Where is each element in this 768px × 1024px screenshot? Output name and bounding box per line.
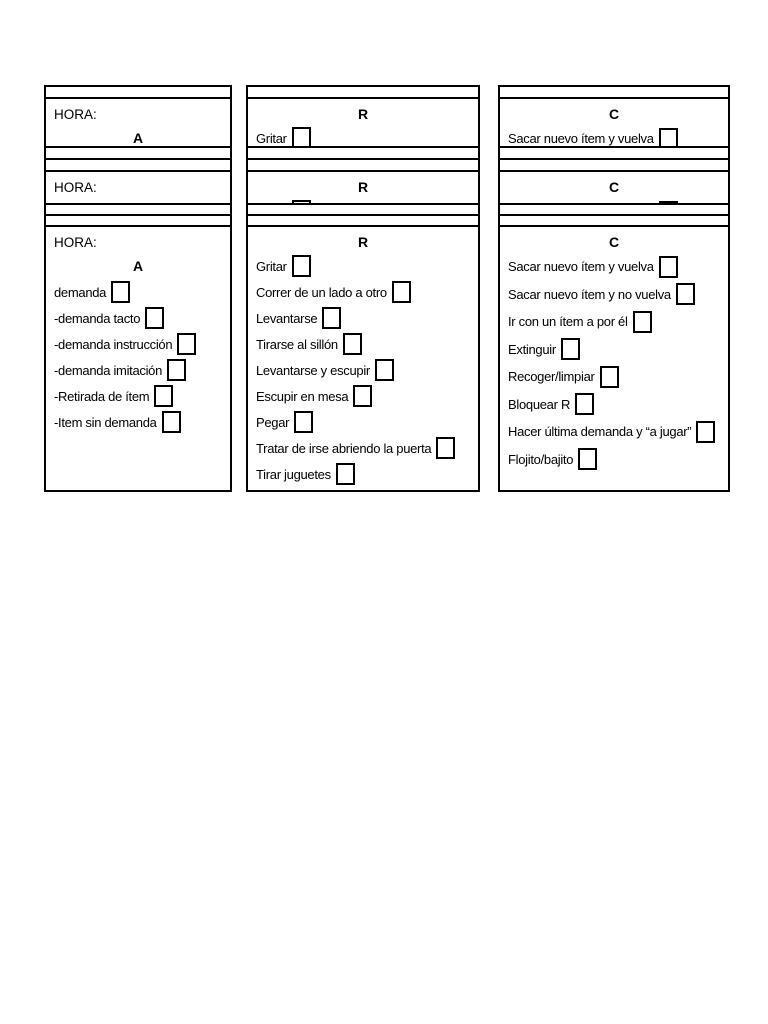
checkbox-c-3[interactable] <box>560 338 580 361</box>
item-label: demanda <box>54 284 107 300</box>
checkbox-c-0[interactable] <box>658 255 678 278</box>
item-label: Flojito/bajito <box>508 451 574 467</box>
checkbox-c-6[interactable] <box>696 420 716 443</box>
item-row: Ir con un ítem a por él <box>508 308 720 336</box>
checkbox-c-1[interactable] <box>675 283 695 306</box>
column-letter-a: A <box>132 130 144 146</box>
item-label: Tratar de irse abriendo la puerta <box>256 440 432 456</box>
checkbox-r-0[interactable] <box>291 255 311 277</box>
checkbox-r-5[interactable] <box>353 385 373 407</box>
column-letter-c: C <box>608 179 620 195</box>
item-label: Bloquear R <box>508 396 571 412</box>
item-row: Gritar <box>256 125 470 151</box>
item-label: Recoger/limpiar <box>508 369 595 385</box>
checkbox-c-7[interactable] <box>578 448 598 471</box>
item-label: Levantarse y escupir <box>256 362 370 378</box>
item-row: Sacar nuevo ítem y no vuelva <box>508 281 720 309</box>
checkbox-a-2[interactable] <box>177 333 197 355</box>
checkbox-c-5[interactable] <box>575 393 595 416</box>
item-label: Tirarse al sillón <box>256 336 338 352</box>
item-row: Recoger/limpiar <box>508 363 720 391</box>
checkbox-a-1[interactable] <box>145 307 165 329</box>
item-row: Correr de un lado a otro <box>256 279 470 305</box>
column-letter-a: A <box>132 258 144 274</box>
item-label: Pegar <box>256 414 290 430</box>
checkbox-r-7[interactable] <box>436 437 456 459</box>
item-row: Hacer última demanda y “a jugar” <box>508 418 720 446</box>
checkbox-c-4[interactable] <box>599 365 619 388</box>
item-label: Ir con un ítem a por él <box>508 314 628 330</box>
checkbox-r-8[interactable] <box>335 463 355 485</box>
item-row: -Retirada de ítem <box>54 383 222 409</box>
item-label: Sacar nuevo ítem y vuelva <box>508 131 654 147</box>
column-letter-c: C <box>608 106 620 122</box>
item-row: -demanda tacto <box>54 305 222 331</box>
checkbox-a-4[interactable] <box>154 385 174 407</box>
item-label: Levantarse <box>256 310 318 326</box>
item-row: Levantarse <box>256 305 470 331</box>
item-row: Gritar <box>256 253 470 279</box>
item-row: demanda <box>54 279 222 305</box>
checkbox-a-0[interactable] <box>111 281 131 303</box>
item-label: -Item sin demanda <box>54 414 157 430</box>
item-row: Tratar de irse abriendo la puerta <box>256 435 470 461</box>
column-letter-r: R <box>357 179 369 195</box>
checkbox-r-3[interactable] <box>342 333 362 355</box>
item-row: -Item sin demanda <box>54 409 222 435</box>
item-row: Flojito/bajito <box>508 446 720 474</box>
item-label: Tirar juguetes <box>256 466 331 482</box>
item-row: Bloquear R <box>508 391 720 419</box>
hora-label: HORA: <box>54 234 97 250</box>
item-label: Escupir en mesa <box>256 388 349 404</box>
checkbox-c-2[interactable] <box>632 310 652 333</box>
item-label: -demanda instrucción <box>54 336 173 352</box>
checkbox-r-1[interactable] <box>391 281 411 303</box>
item-label: -Retirada de ítem <box>54 388 150 404</box>
item-row: Tirar juguetes <box>256 461 470 487</box>
checkbox-r-4[interactable] <box>374 359 394 381</box>
item-label: -demanda tacto <box>54 310 141 326</box>
item-label: Gritar <box>256 130 287 146</box>
column-letter-c: C <box>608 234 620 250</box>
item-label: Correr de un lado a otro <box>256 284 387 300</box>
item-label: Hacer última demanda y “a jugar” <box>508 424 692 440</box>
checkbox-r-6[interactable] <box>294 411 314 433</box>
checkbox-a-5[interactable] <box>161 411 181 433</box>
item-row: -demanda instrucción <box>54 331 222 357</box>
item-row: Levantarse y escupir <box>256 357 470 383</box>
item-row: Pegar <box>256 409 470 435</box>
checkbox-r-2[interactable] <box>322 307 342 329</box>
hora-label: HORA: <box>54 106 97 122</box>
item-label: Extinguir <box>508 341 556 357</box>
item-row: Extinguir <box>508 336 720 364</box>
item-row: Tirarse al sillón <box>256 331 470 357</box>
item-row: -demanda imitación <box>54 357 222 383</box>
item-row: Sacar nuevo ítem y vuelva <box>508 253 720 281</box>
item-label: Gritar <box>256 258 287 274</box>
column-letter-r: R <box>357 234 369 250</box>
item-label: -demanda imitación <box>54 362 163 378</box>
item-label: Sacar nuevo ítem y no vuelva <box>508 286 671 302</box>
column-letter-r: R <box>357 106 369 122</box>
hora-label: HORA: <box>54 179 97 195</box>
checkbox-a-3[interactable] <box>167 359 187 381</box>
item-row: Escupir en mesa <box>256 383 470 409</box>
item-label: Sacar nuevo ítem y vuelva <box>508 259 654 275</box>
